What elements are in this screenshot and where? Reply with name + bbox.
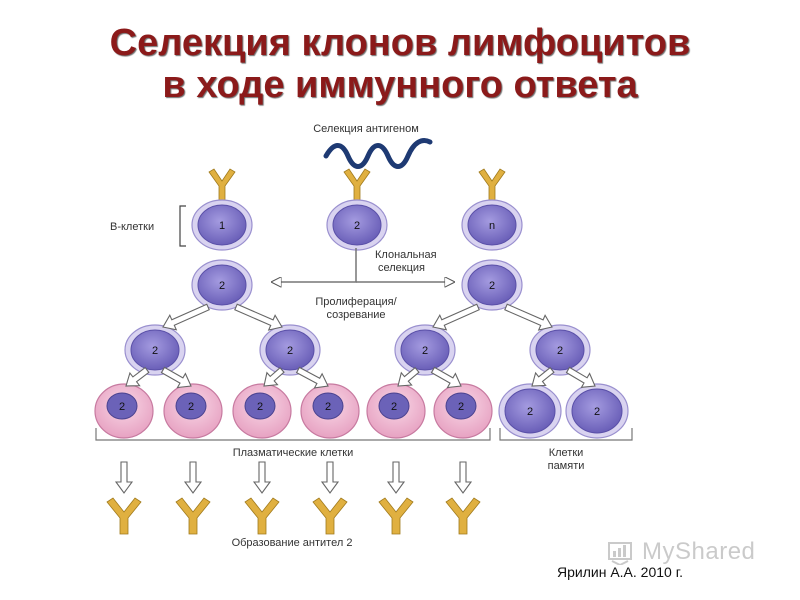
antibody-icon — [106, 497, 142, 535]
plasma-cell: 2 — [94, 383, 154, 439]
plasma-cells-label: Плазматические клетки — [233, 447, 354, 459]
antibody-icon — [445, 497, 481, 535]
clone-cell: 2 — [259, 324, 321, 376]
antibody-icon — [378, 497, 414, 535]
cell-number: 1 — [219, 220, 225, 232]
antigen-selection-label: Селекция антигеном — [313, 123, 419, 135]
plasma-cell: 2 — [163, 383, 223, 439]
cell-number: 2 — [527, 406, 533, 418]
proliferation-arrows — [125, 303, 596, 389]
proliferation-arrow — [234, 303, 283, 331]
b-cell-3: n — [461, 199, 523, 251]
differentiation-arrow — [125, 366, 150, 387]
cell-number: 2 — [391, 401, 397, 413]
author-credit: Ярилин А.А. 2010 г. — [557, 564, 683, 580]
effector-row: 2 2 2 2 2 2 2 2 — [94, 383, 629, 439]
watermark-text: MyShared — [642, 538, 756, 565]
proliferation-arrow — [504, 303, 553, 331]
clone-cell: 2 — [394, 324, 456, 376]
b-cell-row: 1 2 n — [191, 168, 523, 251]
memory-cell: 2 — [565, 383, 629, 439]
plasma-cell: 2 — [433, 383, 493, 439]
plasma-cell: 2 — [366, 383, 426, 439]
cell-number: 2 — [287, 345, 293, 357]
secretion-arrow — [453, 461, 473, 494]
plasma-bracket — [95, 428, 491, 441]
cell-number: 2 — [325, 401, 331, 413]
cell-number: 2 — [422, 345, 428, 357]
differentiation-arrow — [160, 366, 192, 389]
clonal-label-2: селекция — [378, 262, 425, 274]
proliferation-label-1: Пролиферация/ — [315, 296, 397, 308]
secretion-arrow — [320, 461, 340, 494]
title-line-1: Селекция клонов лимфоцитов — [109, 22, 691, 64]
b-cell-2: 2 — [326, 199, 388, 251]
proliferation-arrow — [162, 303, 210, 331]
differentiation-arrow — [430, 366, 462, 389]
clone-cell: 2 — [124, 324, 186, 376]
cell-number: n — [489, 220, 495, 232]
clone-cell: 2 — [529, 324, 591, 376]
watermark: MyShared — [608, 538, 755, 566]
receptor-icon — [208, 168, 236, 201]
memory-cell: 2 — [498, 383, 562, 439]
differentiation-arrow — [263, 367, 285, 387]
page-title: Селекция клонов лимфоцитов в ходе иммунн… — [0, 22, 800, 106]
secretion-arrow — [114, 461, 134, 494]
title-line-2: в ходе иммунного ответа — [162, 64, 638, 106]
memory-label-2: памяти — [548, 460, 585, 472]
differentiation-arrow — [531, 366, 555, 387]
differentiation-arrow — [397, 366, 420, 387]
b-cell-1: 1 — [191, 199, 253, 251]
proliferation-label-2: созревание — [326, 309, 385, 321]
antibody-icon — [175, 497, 211, 535]
memory-bracket — [499, 428, 633, 441]
cell-number: 2 — [354, 220, 360, 232]
antibody-icon — [312, 497, 348, 535]
receptor-icon — [343, 168, 371, 201]
cell-number: 2 — [119, 401, 125, 413]
cell-number: 2 — [458, 401, 464, 413]
antibody-icon — [244, 497, 280, 535]
plasma-cell: 2 — [300, 383, 360, 439]
myshared-logo-icon — [608, 542, 632, 565]
cell-number: 2 — [489, 280, 495, 292]
proliferation-arrow — [432, 303, 480, 331]
clone-row-3: 2 2 2 2 — [124, 324, 591, 376]
secretion-arrow — [252, 461, 272, 494]
cell-number: 2 — [594, 406, 600, 418]
clone-cell: 2 — [461, 259, 523, 311]
clonal-label-1: Клональная — [375, 249, 437, 261]
differentiation-arrow — [565, 366, 596, 388]
cell-number: 2 — [219, 280, 225, 292]
antibody-row — [106, 461, 481, 535]
cell-number: 2 — [257, 401, 263, 413]
cell-number: 2 — [152, 345, 158, 357]
antibody-formation-label: Образование антител 2 — [232, 537, 353, 549]
secretion-arrow — [386, 461, 406, 494]
cell-number: 2 — [188, 401, 194, 413]
antigen-icon — [323, 138, 433, 169]
clone-cell: 2 — [191, 259, 253, 311]
plasma-cell: 2 — [232, 383, 292, 439]
cell-number: 2 — [557, 345, 563, 357]
receptor-icon — [478, 168, 506, 201]
secretion-arrow — [183, 461, 203, 494]
memory-label-1: Клетки — [549, 447, 584, 459]
differentiation-arrow — [295, 366, 329, 389]
b-cells-label: В-клетки — [110, 221, 154, 233]
b-cells-bracket — [179, 205, 186, 247]
